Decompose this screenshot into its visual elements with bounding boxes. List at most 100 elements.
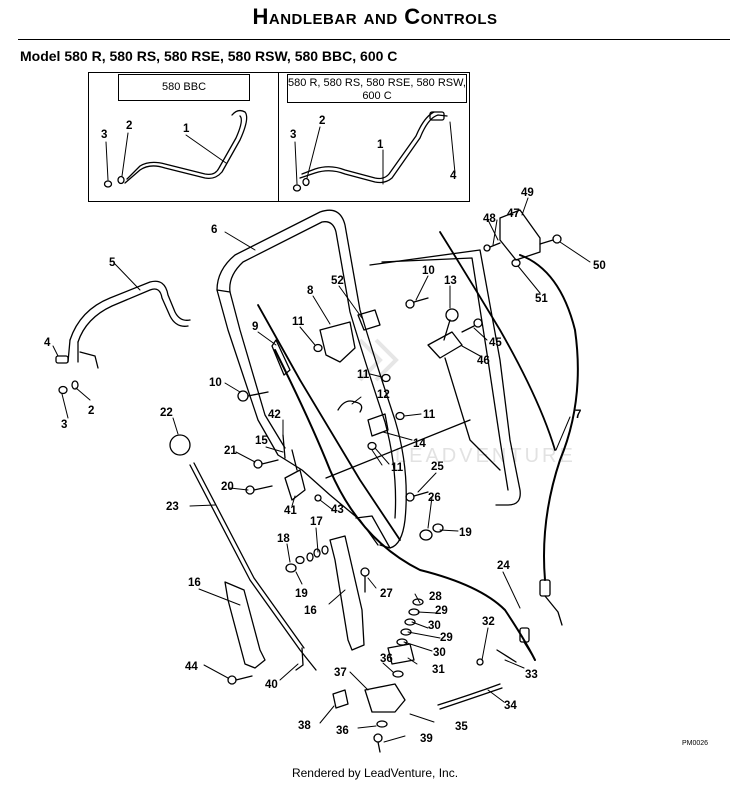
callout: 33 [525,669,538,681]
callout: 5 [109,257,116,269]
callout: 38 [298,720,311,732]
spring-clip-12 [337,400,363,413]
throttle-lever [427,308,501,471]
inset-divider [278,72,279,202]
link-rod [437,683,503,710]
callout: 9 [252,321,258,333]
bracket-14 [367,413,389,437]
callout: 14 [413,438,426,450]
inset-bail-other [292,111,448,192]
callout: 48 [483,213,496,225]
callout: 50 [593,260,606,272]
inset-label-other-models: 580 R, 580 RS, 580 RSE, 580 RSW, 600 C [287,74,467,103]
nut [71,380,79,390]
callout: 30 [433,647,446,659]
callout: 35 [455,721,468,733]
watermark-logo [358,338,399,382]
callout: 43 [331,504,344,516]
cable-upper [257,304,401,541]
callout: 51 [535,293,548,305]
title-rule [18,39,730,40]
callout: 10 [422,265,435,277]
callout: 7 [575,409,581,421]
callout: 29 [440,632,453,644]
callout: 13 [444,275,457,287]
callout: 11 [292,316,305,328]
callout: 27 [380,588,393,600]
model-list: 580 R, 580 RS, 580 RSE, 580 RSW, 580 BBC… [64,48,398,64]
callout: 45 [489,337,502,349]
lever-plate-center [329,535,365,651]
callout: 11 [357,369,370,381]
callout-labels: 3 2 1 3 2 1 4 49 48 47 50 51 6 5 10 13 5… [44,115,606,745]
drive-cable [274,349,536,661]
cable-ends [271,339,563,671]
knob-ball [169,434,191,456]
footer-credit: Rendered by LeadVenture, Inc. [291,766,459,780]
callout: 28 [429,591,442,603]
callout: 39 [420,733,433,745]
callout: 19 [459,527,472,539]
callout: 44 [185,661,198,673]
callout: 26 [428,492,441,504]
callout: 42 [268,409,281,421]
callout: 31 [432,664,445,676]
callout: 36 [380,653,393,665]
shift-rod [189,462,317,671]
callout: 21 [224,445,237,457]
callout: 49 [521,187,534,199]
callout: 8 [307,285,314,297]
callout: 3 [290,129,296,141]
callout: 18 [277,533,290,545]
callout: 4 [44,337,51,349]
throttle-cable [519,254,579,581]
callout: 19 [295,588,308,600]
callout: 10 [209,377,222,389]
inset-frame [88,72,470,202]
callout: 3 [61,419,67,431]
page-title: Handlebar and Controls [252,4,498,29]
callout: 24 [497,560,510,572]
callout: 2 [126,120,132,132]
callout: 25 [431,461,444,473]
callout: 2 [88,405,94,417]
callout: 23 [166,501,179,513]
callout: 6 [211,224,217,236]
callout: 12 [377,389,390,401]
handlebar [216,209,521,549]
model-line: Model 580 R, 580 RS, 580 RSE, 580 RSW, 5… [20,48,397,64]
callout: 30 [428,620,441,632]
callout: 46 [477,355,490,367]
callout: 40 [265,679,278,691]
bracket-37 [364,683,406,713]
callout: 2 [319,115,325,127]
watermark: LEADVENTURE [395,445,576,467]
callout: 22 [160,407,173,419]
bolts [227,234,562,753]
bail-handle [67,280,191,369]
callout: 36 [336,725,349,737]
model-prefix: Model [20,48,61,64]
bracket-41 [284,469,306,501]
spring-clip [55,355,69,364]
callout: 3 [101,129,107,141]
callout: 32 [482,616,495,628]
callout: 11 [423,409,436,421]
callout: 16 [188,577,201,589]
callout: 37 [334,667,347,679]
callout: 41 [284,505,297,517]
leader-lines [52,121,591,743]
callout: 52 [331,275,344,287]
callout: 20 [221,481,234,493]
drawing-code: PM0026 [682,740,709,747]
callout: 34 [504,700,517,712]
bracket-52 [357,309,381,331]
inset-bail-580bbc [103,109,248,188]
lever-cable [439,231,556,451]
callout: 16 [304,605,317,617]
callout: 4 [450,170,457,182]
inset-label-580bbc: 580 BBC [118,74,250,101]
bracket-49 [499,209,541,261]
washer [58,385,68,395]
